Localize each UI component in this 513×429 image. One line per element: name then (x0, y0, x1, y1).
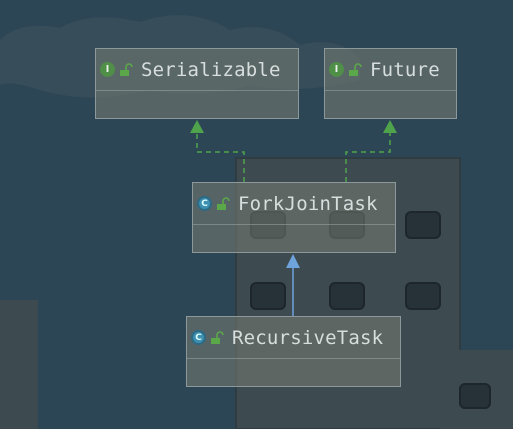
node-forkjointask[interactable]: C ForkJoinTask (192, 182, 396, 253)
interface-icon: I (329, 62, 344, 77)
lock-open-icon (217, 196, 230, 210)
arrowhead-icon (383, 120, 397, 133)
interface-icon: I (100, 62, 115, 77)
lock-open-icon (349, 62, 362, 76)
edge-recursivetask-forkjointask (286, 254, 300, 316)
arrowhead-icon (286, 254, 300, 268)
node-serializable[interactable]: I Serializable (95, 48, 299, 119)
edge-forkjointask-serializable (190, 120, 245, 182)
abstract-class-icon: C (191, 330, 206, 345)
node-future[interactable]: I Future (324, 48, 457, 119)
arrowhead-icon (190, 120, 204, 133)
node-label: ForkJoinTask (238, 192, 378, 215)
abstract-class-icon: C (197, 196, 212, 211)
lock-open-icon (211, 330, 224, 344)
node-label: Future (370, 58, 440, 81)
node-label: RecursiveTask (232, 326, 384, 349)
node-recursivetask[interactable]: C RecursiveTask (186, 316, 401, 387)
edge-forkjointask-future (345, 120, 397, 182)
lock-open-icon (120, 62, 133, 76)
node-label: Serializable (141, 58, 281, 81)
